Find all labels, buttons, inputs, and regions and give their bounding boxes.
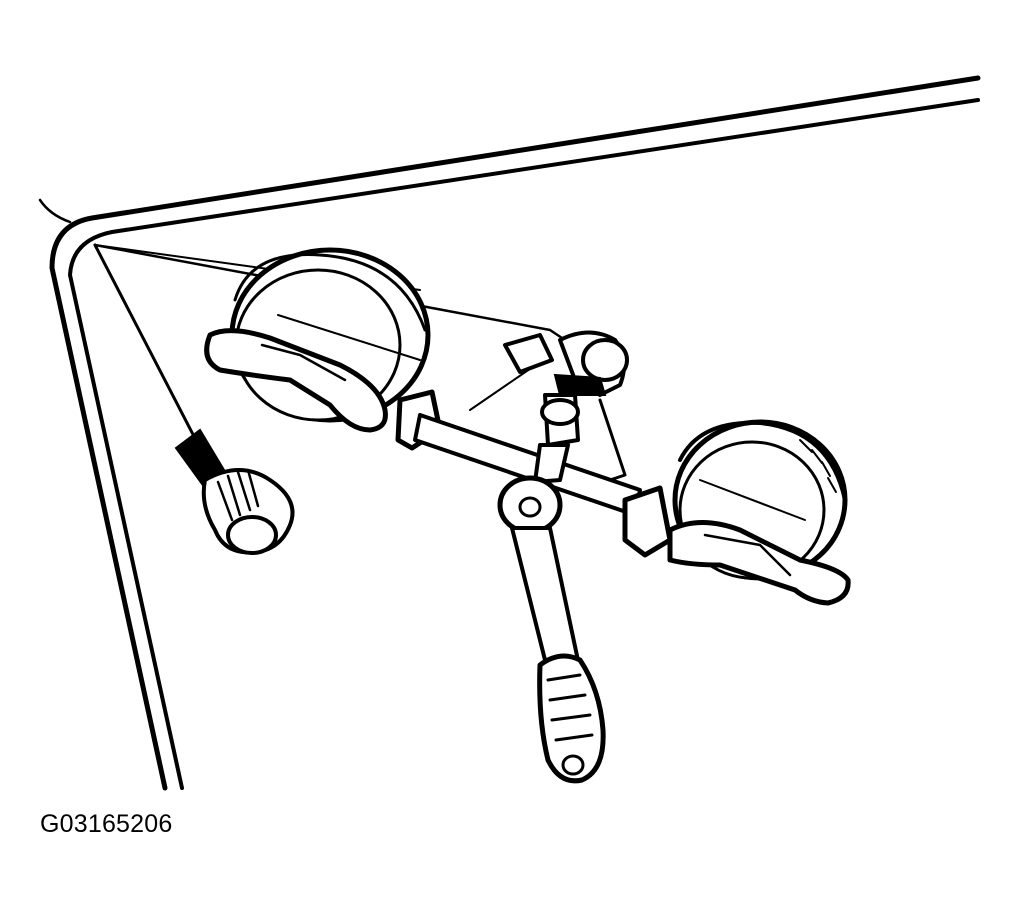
ratchet-wrench <box>497 443 606 784</box>
figure-code-label: G03165206 <box>40 810 173 838</box>
glass-frame <box>38 75 981 791</box>
left-suction-cup <box>204 247 443 451</box>
wire-handle <box>174 428 295 555</box>
right-suction-cup <box>622 419 851 606</box>
winding-mechanism <box>503 330 629 482</box>
